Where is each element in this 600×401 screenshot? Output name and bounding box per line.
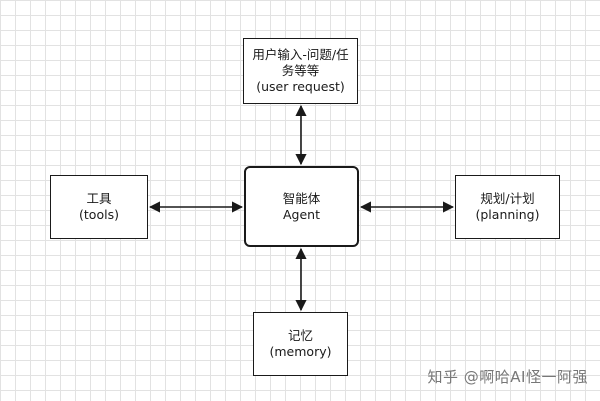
- watermark-text: 知乎 @啊哈AI怪一阿强: [427, 368, 588, 386]
- node-memory: 记忆 (memory): [253, 312, 348, 376]
- node-tools: 工具 (tools): [50, 175, 148, 239]
- node-tools-line2: (tools): [79, 207, 119, 222]
- node-memory-line1: 记忆: [287, 328, 313, 343]
- node-user-request-line3: (user request): [256, 79, 345, 94]
- node-tools-line1: 工具: [86, 191, 112, 206]
- node-agent-line2: Agent: [283, 206, 320, 222]
- node-planning-line1: 规划/计划: [480, 191, 535, 206]
- node-user-request: 用户输入-问题/任 务等等 (user request): [243, 38, 358, 104]
- node-planning: 规划/计划 (planning): [455, 175, 560, 239]
- node-agent: 智能体 Agent: [244, 166, 359, 247]
- node-agent-line1: 智能体: [282, 190, 321, 206]
- node-planning-line2: (planning): [475, 207, 540, 222]
- node-user-request-line2: 务等等: [281, 63, 320, 78]
- node-user-request-line1: 用户输入-问题/任: [252, 47, 349, 62]
- node-memory-line2: (memory): [269, 344, 332, 359]
